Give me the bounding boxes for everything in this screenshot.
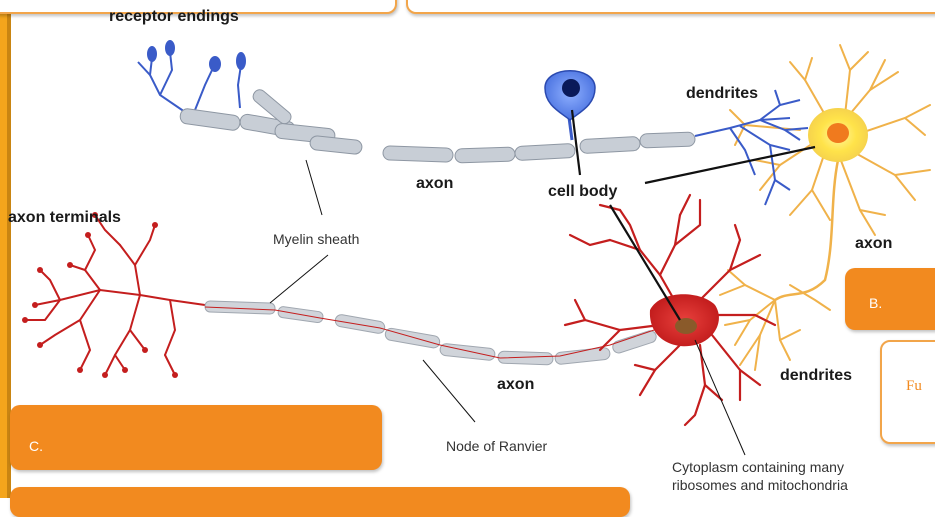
leader-lines — [270, 110, 815, 455]
sensory-neuron — [138, 40, 808, 205]
axon-label-right: axon — [855, 235, 892, 253]
answer-box-fu-label: Fu — [906, 378, 922, 395]
answer-box-bottom[interactable] — [10, 487, 630, 517]
motor-nucleus — [675, 318, 697, 334]
receptor-endings-label: receptor endings — [109, 8, 239, 26]
node-of-ranvier-label: Node of Ranvier — [446, 438, 547, 454]
answer-box-c-label: C. — [29, 438, 43, 454]
sensory-nucleus — [562, 79, 580, 97]
cytoplasm-label-line1: Cytoplasm containing many — [672, 458, 848, 476]
cytoplasm-label: Cytoplasm containing many ribosomes and … — [672, 458, 848, 494]
axon-terminals-label: axon terminals — [8, 209, 121, 227]
answer-box-c[interactable]: C. — [10, 405, 382, 470]
answer-box-b[interactable]: B. — [845, 268, 935, 330]
answer-box-fu[interactable]: Fu — [880, 340, 935, 444]
cytoplasm-label-line2: ribosomes and mitochondria — [672, 476, 848, 494]
interneuron-nucleus — [827, 123, 849, 143]
axon-label-top: axon — [416, 175, 453, 193]
axon-label-bottom: axon — [497, 376, 534, 394]
dendrites-label-top: dendrites — [686, 85, 758, 103]
cell-body-label: cell body — [548, 183, 617, 201]
answer-box-b-label: B. — [869, 295, 882, 311]
myelin-sheath-label: Myelin sheath — [273, 231, 359, 247]
dendrites-label-bottom: dendrites — [780, 367, 852, 385]
